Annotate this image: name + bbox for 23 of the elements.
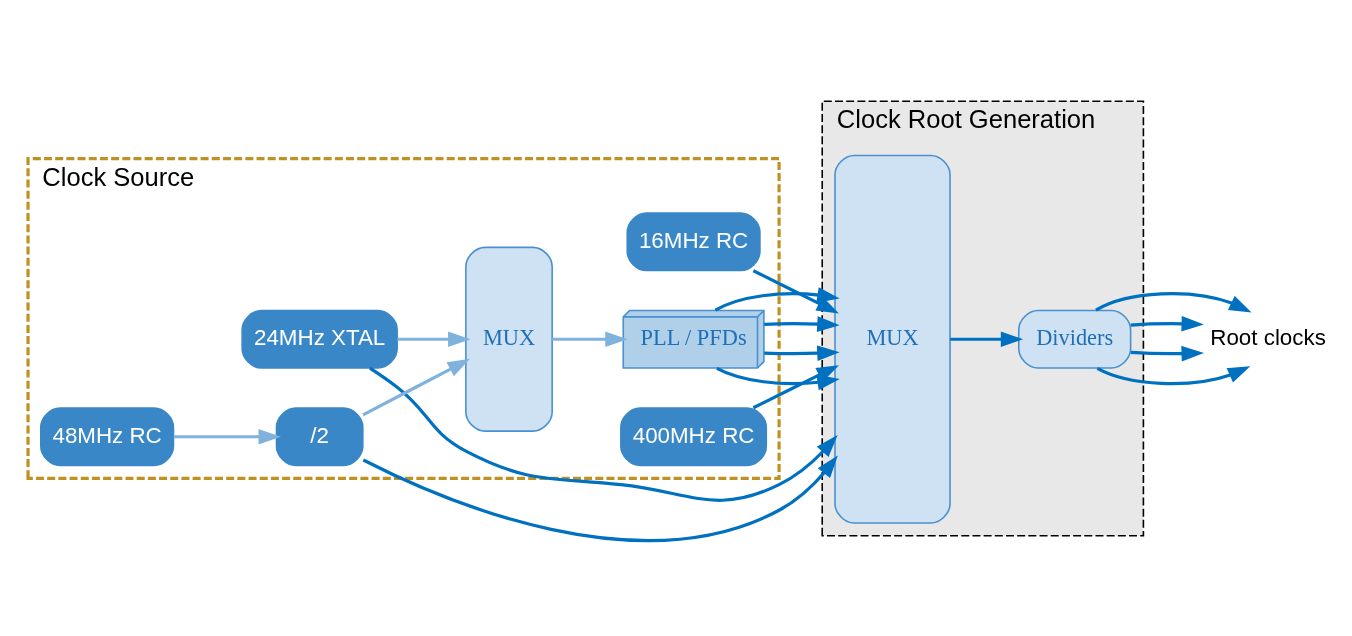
arrow — [1096, 365, 1251, 385]
node-box: MUX — [465, 246, 553, 432]
arrow — [362, 455, 838, 542]
node-text: Root clocks — [1210, 324, 1326, 350]
node-box: 24MHz XTAL — [241, 309, 398, 369]
node-box: 400MHz RC — [620, 406, 768, 466]
arrow — [362, 358, 471, 416]
arrow — [173, 428, 281, 445]
arrow — [764, 315, 840, 332]
node-box: 16MHz RC — [626, 211, 761, 271]
arrow — [714, 286, 840, 312]
arrow — [552, 330, 628, 347]
arrow — [1095, 291, 1252, 313]
arrow — [950, 330, 1024, 347]
node-box: MUX — [834, 154, 951, 524]
arrow — [397, 330, 471, 347]
node-box: 48MHz RC — [40, 406, 175, 466]
node-box: Dividers — [1017, 309, 1132, 369]
node-box: /2 — [275, 406, 364, 466]
arrow — [1130, 315, 1204, 332]
arrow — [1130, 345, 1204, 361]
arrow — [752, 268, 839, 313]
arrow — [764, 344, 840, 361]
